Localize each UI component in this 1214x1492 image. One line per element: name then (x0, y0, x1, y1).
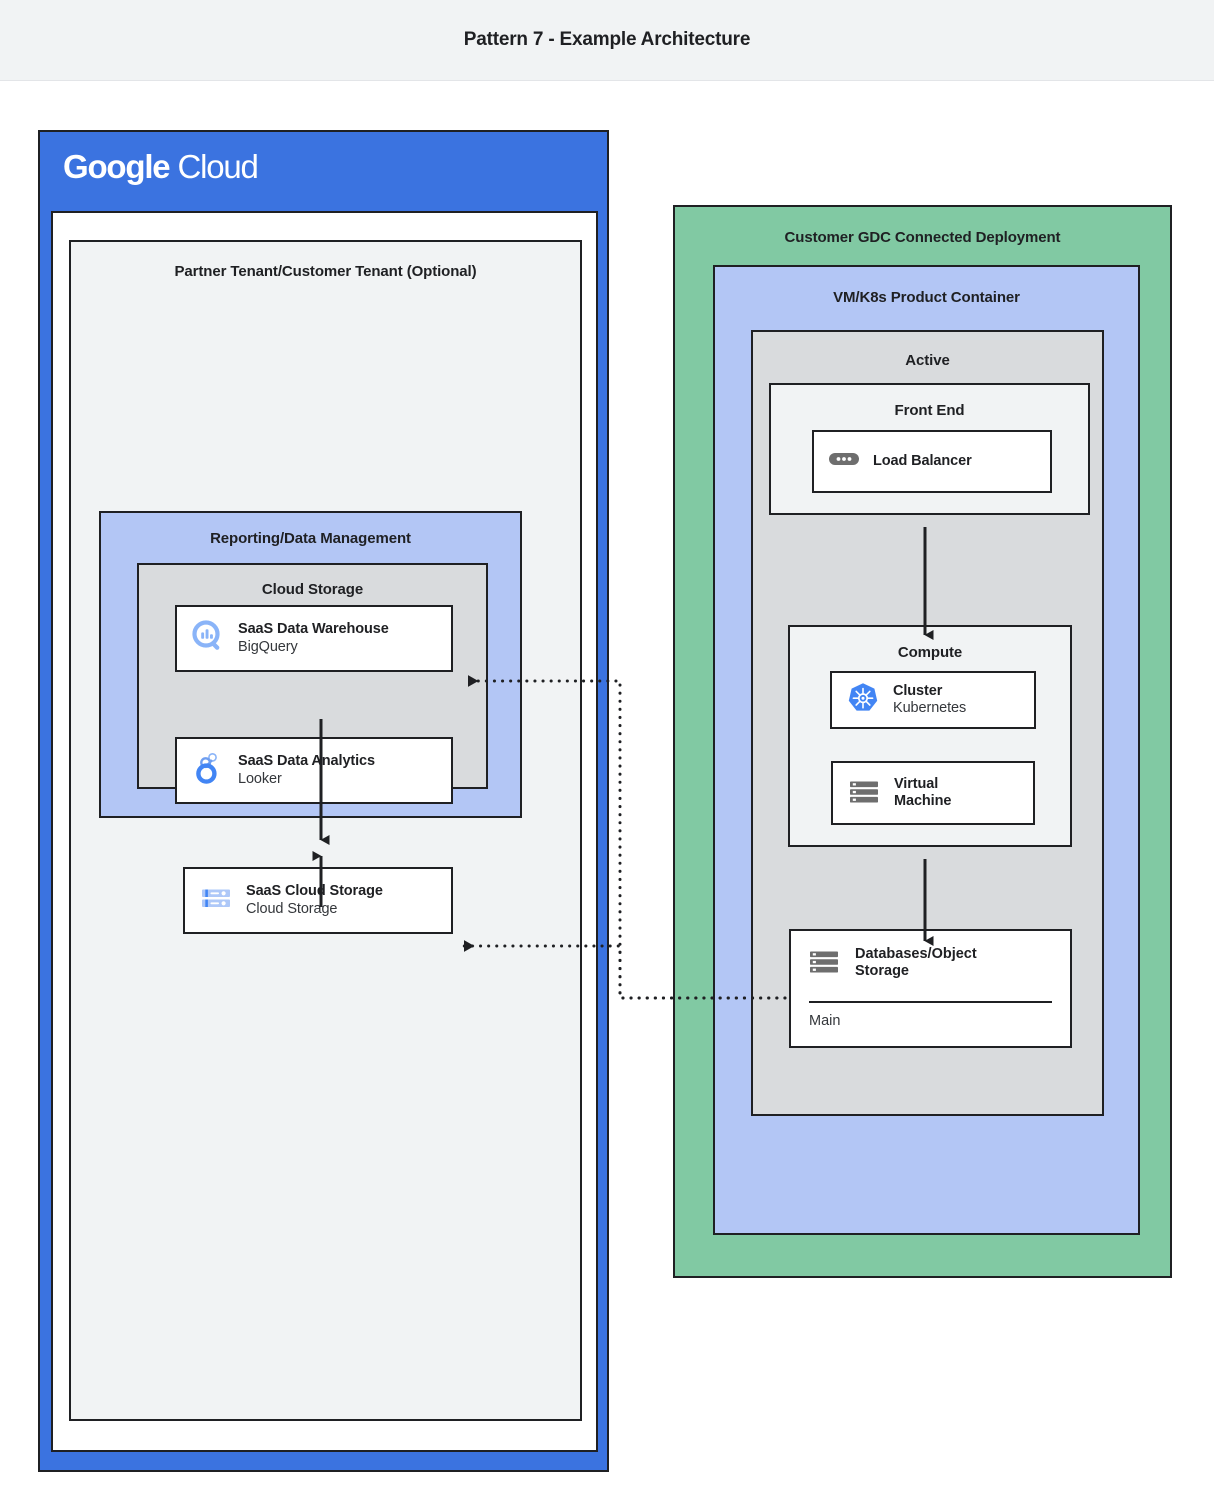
node-saas-data-analytics-subtitle: Looker (238, 770, 282, 787)
node-virtual-machine-text: Virtual Machine (894, 776, 1033, 810)
front-end-group-label: Front End (894, 402, 965, 419)
cloud-storage-group-label: Cloud Storage (261, 581, 364, 598)
node-saas-cloud-storage[interactable]: SaaS Cloud Storage Cloud Storage (183, 867, 453, 934)
vm-k8s-product-container: VM/K8s Product Container Active Front En… (713, 265, 1140, 1235)
database-icon (807, 944, 841, 983)
node-load-balancer[interactable]: Load Balancer (812, 430, 1052, 493)
google-cloud-logo-google: Google (63, 148, 171, 185)
databases-object-storage-header: Databases/Object Storage (791, 931, 1070, 995)
databases-object-storage-instance: Main (809, 1013, 841, 1029)
compute-group-label: Compute (897, 644, 963, 661)
active-label: Active (905, 352, 950, 369)
page-title: Pattern 7 - Example Architecture (463, 29, 751, 50)
bigquery-icon (191, 619, 225, 658)
cloud-storage-group: Cloud Storage (137, 563, 488, 934)
node-cluster-text: Cluster Kubernetes (893, 683, 1034, 717)
compute-group: Compute (788, 625, 1072, 847)
node-databases-object-storage[interactable]: Databases/Object Storage Main (789, 929, 1072, 1048)
reporting-data-management-container: Reporting/Data Management Cloud Storage (99, 511, 522, 934)
looker-icon (191, 751, 225, 790)
node-virtual-machine[interactable]: Virtual Machine (831, 761, 1035, 825)
node-saas-data-warehouse-title: SaaS Data Warehouse (238, 621, 389, 638)
databases-object-storage-text: Databases/Object Storage (855, 946, 977, 981)
node-saas-data-analytics[interactable]: SaaS Data Analytics Looker (175, 737, 453, 804)
node-cluster-subtitle: Kubernetes (893, 700, 967, 716)
title-bar: Pattern 7 - Example Architecture (0, 0, 1214, 81)
node-virtual-machine-title: Virtual (894, 775, 939, 792)
front-end-group: Front End Load Balancer (769, 383, 1090, 515)
load-balancer-icon (828, 449, 860, 474)
partner-tenant-label: Partner Tenant/Customer Tenant (Optional… (174, 263, 477, 280)
reporting-data-management-label: Reporting/Data Management (210, 530, 411, 547)
cloud-storage-icon (199, 881, 233, 920)
google-cloud-logo-cloud: Cloud (177, 148, 258, 185)
vm-k8s-product-container-label: VM/K8s Product Container (833, 289, 1020, 306)
google-cloud-project-frame: Partner Tenant/Customer Tenant (Optional… (51, 211, 598, 1452)
node-saas-data-warehouse-subtitle: BigQuery (238, 638, 298, 655)
node-saas-cloud-storage-subtitle: Cloud Storage (246, 900, 338, 917)
gdc-deployment-label: Customer GDC Connected Deployment (784, 229, 1061, 246)
databases-object-storage-title-line2: Storage (855, 963, 909, 979)
virtual-machine-icon (847, 774, 881, 813)
databases-object-storage-divider (809, 1001, 1052, 1003)
partner-tenant-container: Partner Tenant/Customer Tenant (Optional… (69, 240, 582, 1421)
node-saas-data-warehouse[interactable]: SaaS Data Warehouse BigQuery (175, 605, 453, 672)
node-saas-data-warehouse-text: SaaS Data Warehouse BigQuery (238, 621, 451, 655)
node-saas-data-analytics-title: SaaS Data Analytics (238, 753, 375, 770)
node-saas-cloud-storage-title: SaaS Cloud Storage (246, 883, 383, 900)
node-virtual-machine-title2: Machine (894, 793, 952, 809)
active-container: Active Front End (751, 330, 1104, 1116)
databases-object-storage-title-line1: Databases/Object (855, 945, 977, 962)
node-cluster[interactable]: Cluster Kubernetes (830, 671, 1036, 729)
node-saas-cloud-storage-text: SaaS Cloud Storage Cloud Storage (246, 883, 451, 917)
node-cluster-title: Cluster (893, 682, 943, 699)
node-load-balancer-text: Load Balancer (873, 453, 1050, 470)
gdc-deployment-container: Customer GDC Connected Deployment VM/K8s… (673, 205, 1172, 1278)
kubernetes-icon (846, 681, 880, 720)
node-load-balancer-title: Load Balancer (873, 452, 972, 469)
node-saas-data-analytics-text: SaaS Data Analytics Looker (238, 753, 451, 787)
